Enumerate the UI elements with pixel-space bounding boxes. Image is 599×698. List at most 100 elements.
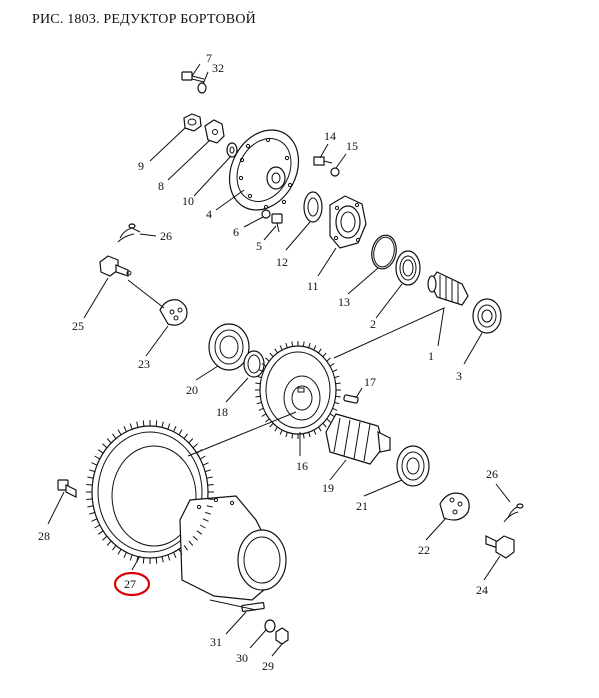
gear-tooth — [117, 429, 122, 436]
bearing-21 — [396, 445, 430, 487]
gear-16-teeth — [255, 341, 341, 439]
gear-tooth — [206, 505, 213, 508]
gear-tooth — [334, 375, 340, 379]
washer-30 — [264, 619, 276, 633]
label-18: 18 — [216, 405, 228, 419]
gear-tooth — [183, 545, 189, 551]
gear-tooth — [308, 432, 311, 438]
pinion-shaft-1 — [427, 271, 469, 306]
nut-29 — [275, 627, 289, 645]
gear-tooth — [167, 423, 171, 430]
gear-tooth — [256, 375, 262, 379]
gear-tooth — [205, 469, 212, 473]
gear-tooth — [332, 369, 338, 373]
label-12: 12 — [276, 255, 288, 269]
gear-tooth — [322, 352, 327, 358]
gear-tooth — [335, 382, 341, 385]
gear-tooth — [188, 438, 194, 444]
gear-tooth — [335, 395, 341, 398]
gear-tooth — [97, 449, 104, 454]
lock-plate-22 — [439, 492, 470, 521]
gear-tooth — [192, 443, 198, 449]
gear-tooth — [255, 382, 261, 385]
seal-12 — [303, 191, 323, 223]
bolt-5 — [271, 213, 283, 233]
highlight-circle-27 — [113, 571, 151, 597]
gear-tooth — [206, 476, 213, 479]
gear-tooth — [155, 420, 158, 427]
label-14: 14 — [324, 129, 336, 143]
gear-tooth — [97, 530, 104, 535]
gear-tooth — [265, 357, 270, 362]
gear-tooth — [326, 357, 331, 362]
lock-plate-8 — [204, 119, 225, 144]
gear-tooth — [199, 455, 206, 460]
gear-tooth — [102, 443, 108, 449]
gear-tooth — [313, 345, 317, 351]
gear-tooth — [318, 426, 322, 432]
gear-tooth — [178, 548, 183, 555]
gear-tooth — [308, 342, 311, 348]
gear-tooth — [94, 455, 101, 460]
label-28: 28 — [38, 529, 50, 543]
label-8: 8 — [158, 179, 164, 193]
label-23: 23 — [138, 357, 150, 371]
ring-gear-27-teeth — [86, 420, 214, 564]
gear-tooth — [329, 363, 335, 367]
gear-tooth — [274, 348, 278, 354]
gear-tooth — [123, 552, 127, 558]
lock-plate-23 — [159, 299, 188, 326]
gear-tooth — [269, 422, 274, 428]
gear-tooth — [88, 469, 95, 473]
gear-tooth — [256, 401, 262, 405]
bolt-24 — [485, 535, 515, 559]
gear-tooth — [255, 395, 261, 398]
gear-tooth — [258, 407, 264, 411]
gear-tooth — [155, 557, 158, 564]
washer-15 — [330, 167, 340, 177]
washer-6 — [261, 209, 271, 219]
gear-tooth — [291, 341, 294, 347]
label-3: 3 — [456, 369, 462, 383]
pinion-19 — [325, 413, 391, 465]
cotter-pin-26-upper — [117, 223, 141, 243]
gear-tooth — [261, 363, 267, 367]
gear-tooth — [261, 413, 267, 417]
gear-tooth — [199, 524, 206, 529]
gear-tooth — [207, 498, 214, 500]
pin-31 — [241, 602, 265, 612]
gear-tooth — [302, 341, 305, 347]
gear-tooth — [205, 511, 212, 515]
bolt-7 — [181, 71, 205, 83]
label-19: 19 — [322, 481, 334, 495]
gear-tooth — [279, 345, 283, 351]
bolt-28 — [57, 479, 77, 498]
bearing-2 — [395, 250, 421, 286]
gear-tooth — [334, 401, 340, 405]
gear-tooth — [129, 423, 133, 430]
label-21: 21 — [356, 499, 368, 513]
gear-tooth — [285, 342, 288, 348]
gear-tooth — [91, 518, 98, 522]
gear-tooth — [129, 554, 133, 561]
label-30: 30 — [236, 651, 248, 665]
gear-tooth — [313, 429, 317, 435]
gear-tooth — [87, 505, 94, 508]
gear-tooth — [88, 511, 95, 515]
gear-tooth — [207, 484, 214, 486]
washer-32 — [197, 82, 207, 94]
label-32: 32 — [212, 61, 224, 75]
label-10: 10 — [182, 194, 194, 208]
label-9: 9 — [138, 159, 144, 173]
gear-tooth — [161, 556, 164, 563]
gear-tooth — [285, 432, 288, 438]
label-26-upper: 26 — [160, 229, 172, 243]
label-7: 7 — [206, 51, 212, 65]
diagram-title: РИС. 1803. РЕДУКТОР БОРТОВОЙ — [32, 12, 256, 27]
bearing-20 — [208, 323, 250, 371]
gear-tooth — [173, 552, 177, 558]
gear-tooth — [161, 421, 164, 428]
label-27: 27 — [124, 577, 136, 591]
label-22: 22 — [418, 543, 430, 557]
